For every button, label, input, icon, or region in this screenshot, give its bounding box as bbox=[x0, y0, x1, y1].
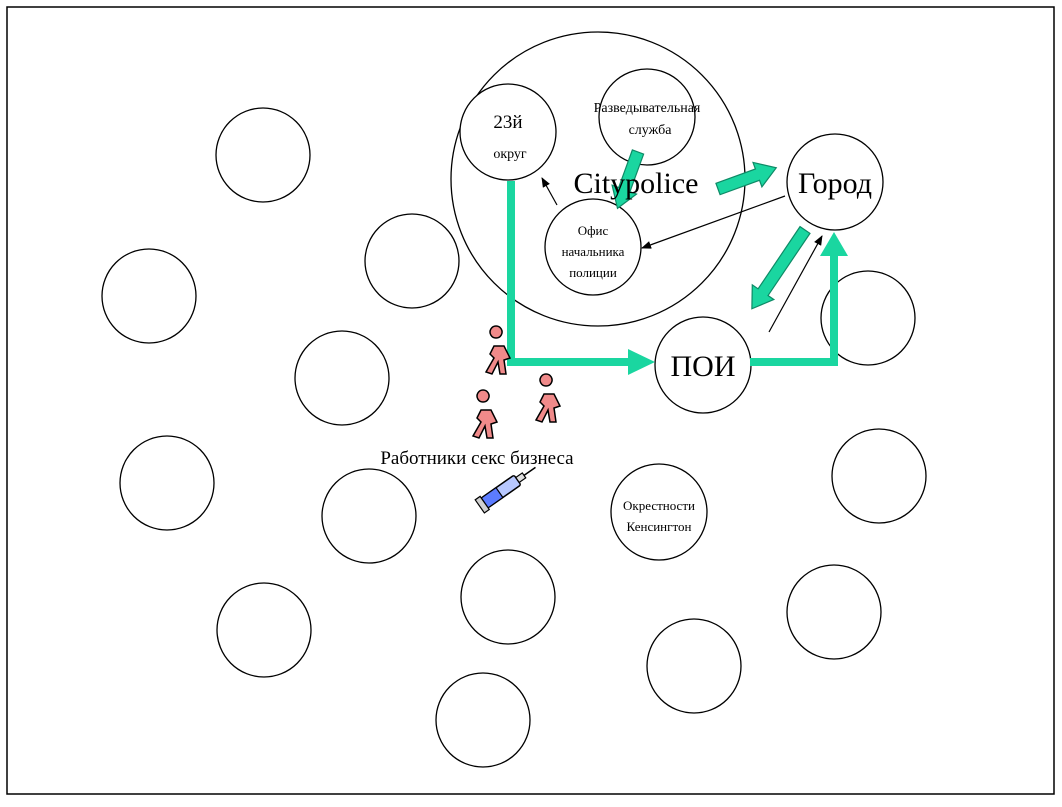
walking-person-icon bbox=[484, 325, 512, 375]
walking-person-icon bbox=[534, 373, 562, 423]
neighborhood-circle bbox=[364, 213, 460, 309]
green-path-poi-to-city bbox=[750, 232, 848, 366]
neighborhood-circle bbox=[460, 549, 556, 645]
district-23-circle bbox=[459, 83, 557, 181]
neighborhood-circle bbox=[216, 582, 312, 678]
neighborhood-circle bbox=[321, 468, 417, 564]
syringe-icon bbox=[474, 466, 536, 514]
city-police-label: Citypolice bbox=[574, 167, 699, 200]
intel-label-1: Разведывательная bbox=[594, 101, 701, 116]
kensington-label-2: Кенсингтон bbox=[627, 519, 692, 534]
chief-office-label-2: начальника bbox=[562, 244, 625, 259]
thin-arrow-city-to-chief bbox=[641, 195, 786, 249]
block-arrow-police-to-city bbox=[715, 161, 778, 196]
neighborhood-circle bbox=[119, 435, 215, 531]
kensington-circle bbox=[610, 463, 708, 561]
green-path-district-to-poi bbox=[507, 181, 655, 375]
walking-person-icon bbox=[471, 389, 499, 439]
thin-arrow-to-district bbox=[541, 177, 558, 206]
intel-label-2: служба bbox=[629, 123, 673, 138]
neighborhood-circle bbox=[820, 270, 916, 366]
neighborhood-circles bbox=[101, 107, 927, 768]
neighborhood-circle bbox=[786, 564, 882, 660]
block-arrow-city-to-poi bbox=[751, 225, 811, 310]
chief-office-circle bbox=[544, 198, 642, 296]
thin-arrow-poi-to-city bbox=[768, 235, 823, 333]
neighborhood-circle bbox=[435, 672, 531, 768]
neighborhood-circle bbox=[831, 428, 927, 524]
chief-office-label-3: полиции bbox=[569, 265, 617, 280]
poi-label: ПОИ bbox=[671, 350, 736, 383]
neighborhood-circle bbox=[215, 107, 311, 203]
city-label: Город bbox=[798, 167, 872, 200]
sex-workers-label: Работники секс бизнеса bbox=[380, 448, 574, 469]
block-arrow-intel-to-chief bbox=[611, 149, 645, 210]
district-label-2: округ bbox=[493, 147, 527, 162]
district-label-1: 23й bbox=[493, 112, 522, 133]
city-circle bbox=[786, 133, 884, 231]
neighborhood-circle bbox=[294, 330, 390, 426]
kensington-label-1: Окрестности bbox=[623, 498, 695, 513]
neighborhood-circle bbox=[646, 618, 742, 714]
chief-office-label-1: Офис bbox=[578, 223, 609, 238]
intel-service-circle bbox=[598, 68, 696, 166]
neighborhood-circle bbox=[101, 248, 197, 344]
